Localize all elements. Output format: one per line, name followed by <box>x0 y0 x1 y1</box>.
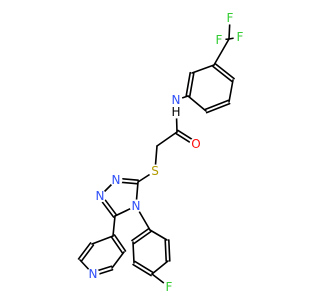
atom-label-f4: F <box>166 280 173 294</box>
atom-background-f1 <box>212 33 226 47</box>
bond-r1-r2-a <box>212 65 233 83</box>
bond-fp3-fp4-a <box>132 263 152 277</box>
bond-fp1-fp2-b <box>133 230 152 245</box>
atom-label-n2: N <box>112 173 121 187</box>
atom-label-f1: F <box>216 33 223 47</box>
atom-label-o: O <box>191 137 200 151</box>
bond-r4-r5 <box>187 95 207 112</box>
bond-r3-r4-a <box>204 99 230 111</box>
atom-label-npy: N <box>89 267 98 281</box>
bond-py5-Cpy <box>91 235 114 245</box>
bond-r2-r3 <box>228 79 234 103</box>
bond-fp2-fp3 <box>132 241 135 264</box>
atom-label-f2: F <box>237 30 244 44</box>
atom-background-npy <box>86 267 100 281</box>
bond-fp1-fp2-a <box>131 227 150 242</box>
atom-label-s: S <box>151 164 159 178</box>
atom-background-h <box>169 105 183 119</box>
bond-C5-Cpy <box>112 215 116 237</box>
atom-label-n4: N <box>132 199 141 213</box>
atom-background-n4 <box>129 199 143 213</box>
atom-background-o <box>189 137 203 151</box>
bond-r5-r6-b <box>185 71 192 97</box>
bond-fp4-fp5 <box>151 260 169 275</box>
atom-label-nh: N <box>172 93 181 107</box>
bond-fp5-fp6-a <box>167 239 171 262</box>
bond-r5-r6-a <box>188 72 195 98</box>
bond-py4-py5-b <box>77 242 92 260</box>
bond-C_am-CH2 <box>156 131 178 147</box>
atom-label-f3: F <box>227 11 234 25</box>
atom-background-f3 <box>223 11 237 25</box>
bond-layer <box>77 17 241 288</box>
bond-fp6-fp1 <box>149 229 168 241</box>
bond-Cpy-py1-b <box>113 234 127 252</box>
atom-background-f2 <box>233 30 247 44</box>
bond-py1-py2 <box>111 251 125 269</box>
atom-label-h: H <box>171 105 180 119</box>
atom-background-nh <box>169 93 183 107</box>
bond-Cpy-py1-a <box>110 236 124 254</box>
bond-CF3-r1 <box>213 38 230 66</box>
bond-py4-py5-a <box>80 244 95 262</box>
bond-fp5-fp6-b <box>164 239 168 262</box>
atom-background-n1 <box>93 189 107 203</box>
bond-r1-r2-b <box>214 62 235 80</box>
atom-label-n1: N <box>96 189 105 203</box>
bond-fp3-fp4-b <box>134 260 154 274</box>
bond-r3-r4-b <box>205 102 231 114</box>
atom-background-s <box>148 164 162 178</box>
bond-r6-r1 <box>191 64 215 74</box>
atom-background-n2 <box>109 173 123 187</box>
atom-background-f4 <box>162 280 176 294</box>
